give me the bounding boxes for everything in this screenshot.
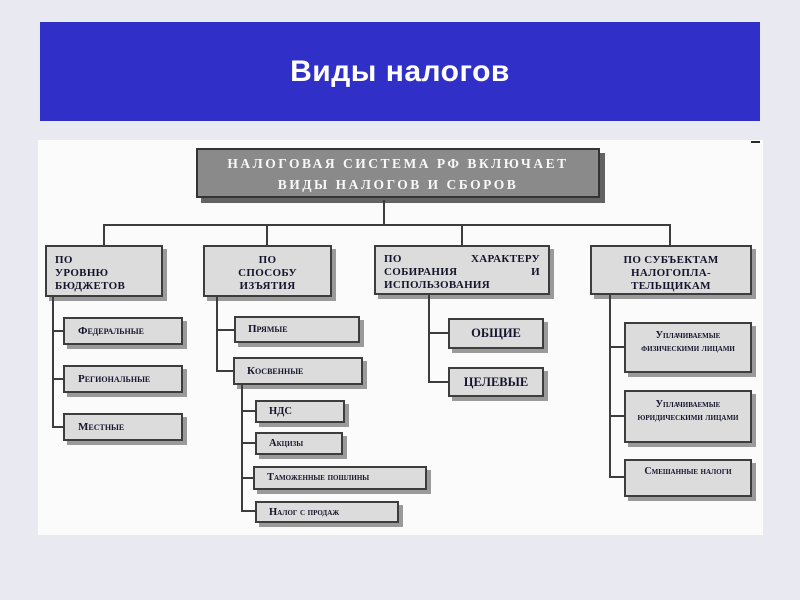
header-line: ИЗЪЯТИЯ: [239, 280, 296, 292]
connector-branch1-vertical: [52, 297, 54, 428]
connector-drop-1: [103, 224, 105, 245]
header-line: ПО ХАРАКТЕРУ: [384, 253, 540, 265]
header-line: ПО: [55, 254, 73, 266]
child-box-direct: Прямые: [234, 316, 360, 343]
connector-stub: [216, 329, 234, 331]
connector-stub: [241, 477, 253, 479]
child-box-nds: НДС: [255, 400, 345, 423]
child-box-targeted: ЦЕЛЕВЫЕ: [448, 367, 544, 397]
root-line-2: ВИДЫ НАЛОГОВ И СБОРОВ: [277, 177, 519, 192]
header-line: УРОВНЮ: [55, 267, 109, 279]
branch-header-budget-level: ПО УРОВНЮ БЮДЖЕТОВ: [45, 245, 163, 297]
root-line-1: НАЛОГОВАЯ СИСТЕМА РФ ВКЛЮЧАЕТ: [227, 156, 569, 171]
connector-stub: [52, 378, 63, 380]
child-box-local: Местные: [63, 413, 183, 441]
connector-stub: [241, 410, 255, 412]
connector-drop-4: [669, 224, 671, 245]
connector-stub: [609, 476, 624, 478]
child-box-customs-duties: Таможенные пошлины: [253, 466, 427, 490]
title-banner: Виды налогов: [40, 22, 760, 121]
connector-stub: [609, 346, 624, 348]
header-line: СОБИРАНИЯ И: [384, 266, 540, 278]
connector-stub: [216, 370, 233, 372]
header-line: ТЕЛЬЩИКАМ: [631, 280, 711, 292]
connector-stub: [52, 330, 63, 332]
connector-branch4-vertical: [609, 295, 611, 478]
child-box-indirect: Косвенные: [233, 357, 363, 385]
header-line: ПО СУБЪЕКТАМ: [623, 254, 719, 266]
connector-main-horizontal: [104, 224, 671, 226]
connector-stub: [241, 510, 255, 512]
connector-drop-3: [461, 224, 463, 245]
connector-stub: [52, 426, 63, 428]
child-box-federal: Федеральные: [63, 317, 183, 345]
header-line: НАЛОГОПЛА-: [631, 267, 711, 279]
branch-header-collection-method: ПО СПОСОБУ ИЗЪЯТИЯ: [203, 245, 332, 297]
header-line: ПО: [258, 254, 277, 266]
connector-stub: [609, 415, 624, 417]
connector-branch3-vertical: [428, 295, 430, 382]
child-box-paid-by-legal-entities: Уплачиваемые юридическими лицами: [624, 390, 752, 443]
connector-drop-2: [266, 224, 268, 245]
branch-header-taxpayer-subjects: ПО СУБЪЕКТАМ НАЛОГОПЛА- ТЕЛЬЩИКАМ: [590, 245, 752, 295]
root-box: НАЛОГОВАЯ СИСТЕМА РФ ВКЛЮЧАЕТ ВИДЫ НАЛОГ…: [196, 148, 600, 198]
connector-trunk: [383, 200, 385, 224]
child-box-general: ОБЩИЕ: [448, 318, 544, 349]
header-line: БЮДЖЕТОВ: [55, 280, 126, 292]
branch-header-usage-character: ПО ХАРАКТЕРУ СОБИРАНИЯ И ИСПОЛЬЗОВАНИЯ: [374, 245, 550, 295]
child-box-mixed-taxes: Смешанные налоги: [624, 459, 752, 497]
connector-branch2-vertical: [216, 297, 218, 372]
header-line: СПОСОБУ: [238, 267, 297, 279]
child-box-excise: Акцизы: [255, 432, 343, 455]
slide-title: Виды налогов: [290, 54, 510, 88]
child-box-regional: Региональные: [63, 365, 183, 393]
connector-stub: [241, 442, 255, 444]
connector-indirect-vertical: [241, 385, 243, 512]
child-box-sales-tax: Налог с продаж: [255, 501, 399, 523]
connector-stub: [428, 332, 448, 334]
connector-stub: [428, 381, 448, 383]
header-line: ИСПОЛЬЗОВАНИЯ: [384, 279, 491, 291]
child-box-paid-by-individuals: Уплачиваемые физическими лицами: [624, 322, 752, 373]
corner-dash-mark: [751, 141, 760, 143]
